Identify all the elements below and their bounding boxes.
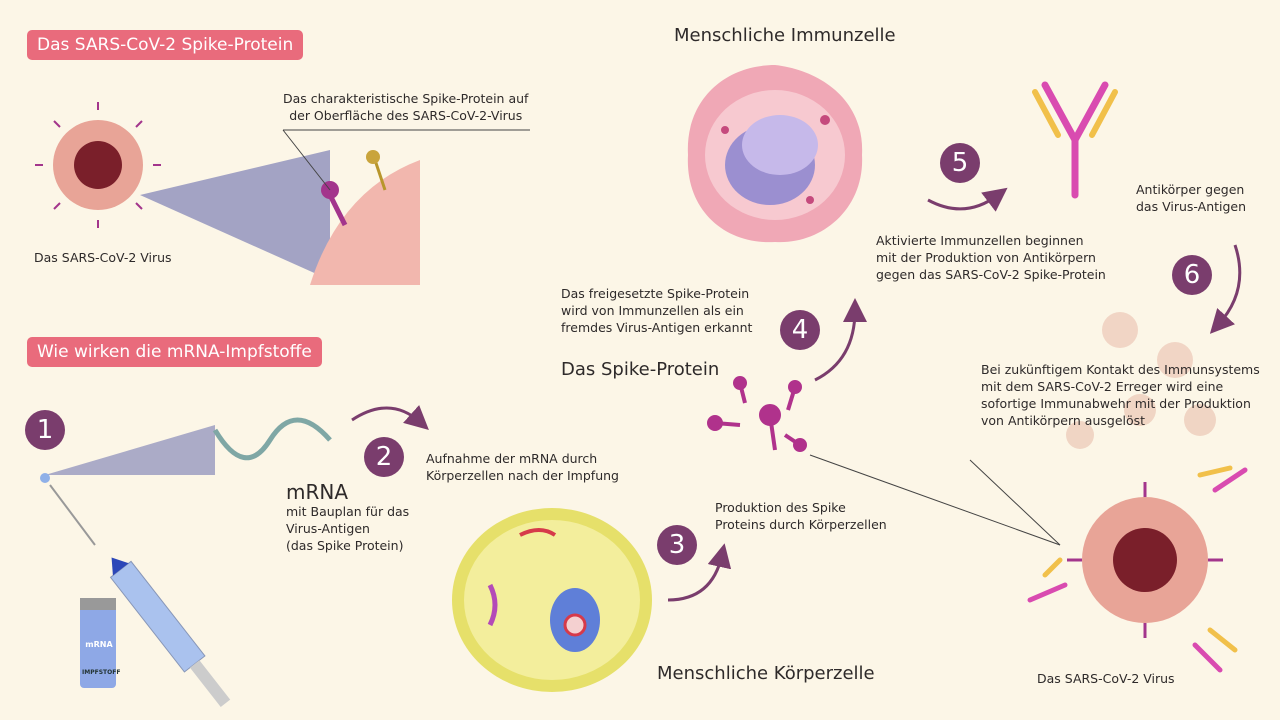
- spike-desc-line: der Oberfläche des SARS-CoV-2-Virus: [289, 108, 523, 123]
- spike-description: Das charakteristische Spike-Protein auf …: [283, 90, 528, 124]
- section-title-mrna: Wie wirken die mRNA-Impfstoffe: [27, 337, 322, 367]
- antibody-icon: [1032, 81, 1118, 199]
- vial-label-line: IMPFSTOFF: [82, 669, 121, 676]
- step-4-text: Das freigesetzte Spike-Protein wird von …: [561, 285, 752, 336]
- immune-cell-illustration: [687, 65, 863, 243]
- arrow-step-5: [927, 187, 1008, 212]
- step-5-badge: 5: [940, 143, 980, 183]
- step-2-text: Aufnahme der mRNA durch Körperzellen nac…: [426, 450, 619, 484]
- antibody-line: das Virus-Antigen: [1136, 199, 1247, 214]
- immune-cell-label: Menschliche Immunzelle: [674, 25, 896, 46]
- mrna-label: mRNA: [286, 480, 349, 504]
- step-line: Das freigesetzte Spike-Protein: [561, 286, 750, 301]
- spike-desc-line: Das charakteristische Spike-Protein auf: [283, 91, 529, 106]
- step-line: Proteins durch Körperzellen: [715, 517, 887, 532]
- mrna-desc-line: (das Spike Protein): [286, 538, 404, 553]
- step-5-text: Aktivierte Immunzellen beginnen mit der …: [876, 232, 1106, 283]
- antibody-label: Antikörper gegen das Virus-Antigen: [1136, 181, 1246, 215]
- virus-bottom-illustration: [969, 459, 1248, 673]
- step-line: sofortige Immunabwehr mit der Produktion: [981, 396, 1251, 411]
- virus-surface-zoom: [310, 160, 420, 285]
- arrow-step-4: [814, 298, 867, 382]
- droplet: [40, 473, 50, 483]
- step-line: Körperzellen nach der Impfung: [426, 468, 619, 483]
- step-3-badge: 3: [657, 525, 697, 565]
- vial-label: mRNA: [83, 640, 115, 649]
- spike-protein-label: Das Spike-Protein: [561, 359, 720, 380]
- step-line: Produktion des Spike: [715, 500, 846, 515]
- mrna-description: mit Bauplan für das Virus-Antigen (das S…: [286, 503, 409, 554]
- step-line: mit dem SARS-CoV-2 Erreger wird eine: [981, 379, 1224, 394]
- step-line: Bei zukünftigem Kontakt des Immunsystems: [981, 362, 1260, 377]
- mrna-desc-line: mit Bauplan für das: [286, 504, 410, 519]
- step-line: mit der Produktion von Antikörpern: [876, 250, 1096, 265]
- section-title-spike: Das SARS-CoV-2 Spike-Protein: [27, 30, 304, 60]
- step-1-badge: 1: [25, 410, 65, 450]
- step-2-badge: 2: [364, 437, 404, 477]
- virus-top-label: Das SARS-CoV-2 Virus: [34, 250, 172, 265]
- spike-proteins-illustration: [707, 376, 1061, 546]
- arrow-step-2: [351, 405, 429, 431]
- step-6-badge: 6: [1172, 255, 1212, 295]
- step-line: Aktivierte Immunzellen beginnen: [876, 233, 1084, 248]
- step-6-text: Bei zukünftigem Kontakt des Immunsystems…: [981, 361, 1260, 429]
- body-cell-illustration: [452, 508, 652, 692]
- vial-label-2: IMPFSTOFF: [82, 669, 121, 676]
- zoom-cone: [45, 425, 215, 475]
- antibody-line: Antikörper gegen: [1136, 182, 1245, 197]
- arrow-step-3: [667, 543, 732, 602]
- step-line: gegen das SARS-CoV-2 Spike-Protein: [876, 267, 1106, 282]
- step-line: von Antikörpern ausgelöst: [981, 413, 1146, 428]
- vial-label-line: mRNA: [85, 640, 113, 649]
- mrna-strand: [212, 417, 332, 461]
- faded-viruses: [1066, 312, 1216, 449]
- step-4-badge: 4: [780, 310, 820, 350]
- step-line: wird von Immunzellen als ein: [561, 303, 744, 318]
- virus-bottom-label: Das SARS-CoV-2 Virus: [1037, 671, 1175, 686]
- vaccine-vial: [80, 603, 116, 688]
- step-line: Aufnahme der mRNA durch: [426, 451, 598, 466]
- step-3-text: Produktion des Spike Proteins durch Körp…: [715, 499, 887, 533]
- body-cell-label: Menschliche Körperzelle: [657, 663, 875, 684]
- arrow-step-6: [1209, 244, 1242, 334]
- step-line: fremdes Virus-Antigen erkannt: [561, 320, 753, 335]
- syringe-mrna-illustration: [40, 417, 332, 708]
- virus-spike-illustration: [35, 102, 530, 285]
- mrna-desc-line: Virus-Antigen: [286, 521, 370, 536]
- zoom-cone: [140, 150, 330, 280]
